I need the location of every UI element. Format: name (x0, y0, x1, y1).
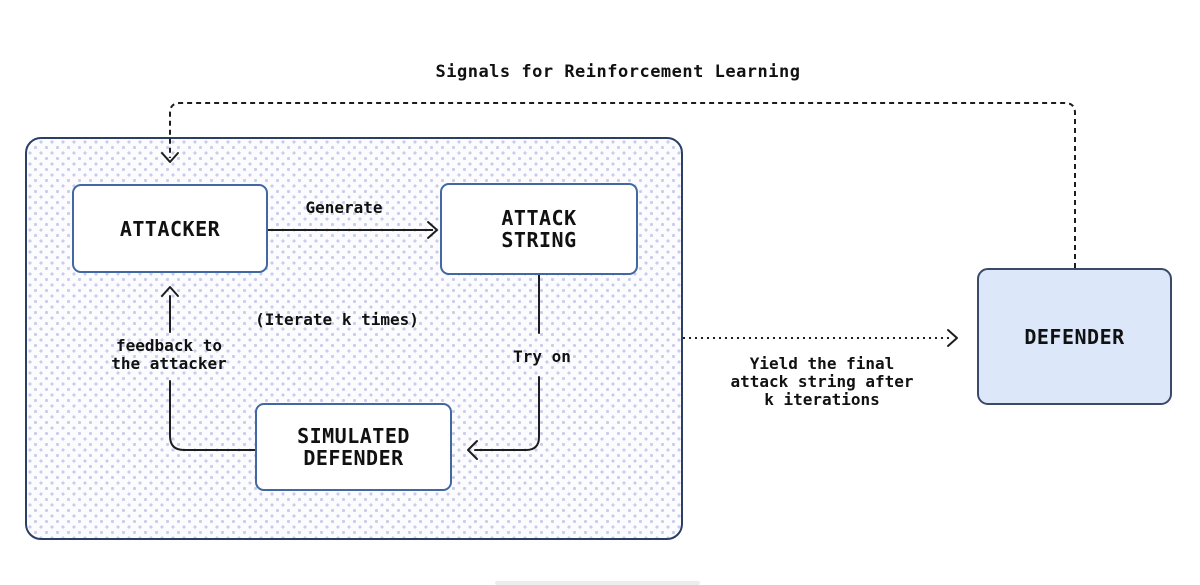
try-on-line-lower (474, 376, 540, 451)
arrowhead-right-icon (427, 221, 438, 239)
yield-label-line3: k iterations (764, 390, 880, 409)
yield-label-line1: Yield the final (749, 354, 895, 373)
defender-node: DEFENDER (977, 268, 1172, 405)
arrowhead-left-icon (467, 440, 478, 460)
attack-string-node: ATTACK STRING (440, 183, 638, 275)
attack-string-label-line1: ATTACK (501, 206, 577, 230)
rl-signals-dashed-path (169, 102, 1076, 268)
feedback-label-line1: feedback to (116, 336, 222, 355)
simulated-defender-label-line2: DEFENDER (303, 446, 404, 470)
diagram-title: Signals for Reinforcement Learning (435, 62, 801, 82)
simulated-defender-label-line1: SIMULATED (297, 424, 410, 448)
try-on-label: Try on (513, 347, 571, 366)
iterate-k-times-label: (Iterate k times) (255, 310, 419, 329)
yield-label-line2: attack string after (730, 372, 914, 391)
bottom-indicator-bar (495, 581, 700, 585)
feedback-label: feedback to the attacker (111, 337, 227, 373)
attacker-node: ATTACKER (72, 184, 268, 273)
yield-final-string-label: Yield the final attack string after k it… (730, 355, 913, 409)
defender-label: DEFENDER (1024, 324, 1125, 349)
attack-string-label-line2: STRING (501, 228, 577, 252)
arrowhead-down-icon (161, 152, 179, 163)
feedback-label-line2: the attacker (111, 354, 227, 373)
generate-label: Generate (305, 198, 383, 217)
arrowhead-right-icon (947, 329, 958, 347)
attacker-label: ATTACKER (119, 216, 221, 241)
simulated-defender-node: SIMULATED DEFENDER (255, 403, 452, 491)
arrowhead-up-icon (161, 286, 179, 297)
feedback-line-lower (169, 380, 256, 451)
